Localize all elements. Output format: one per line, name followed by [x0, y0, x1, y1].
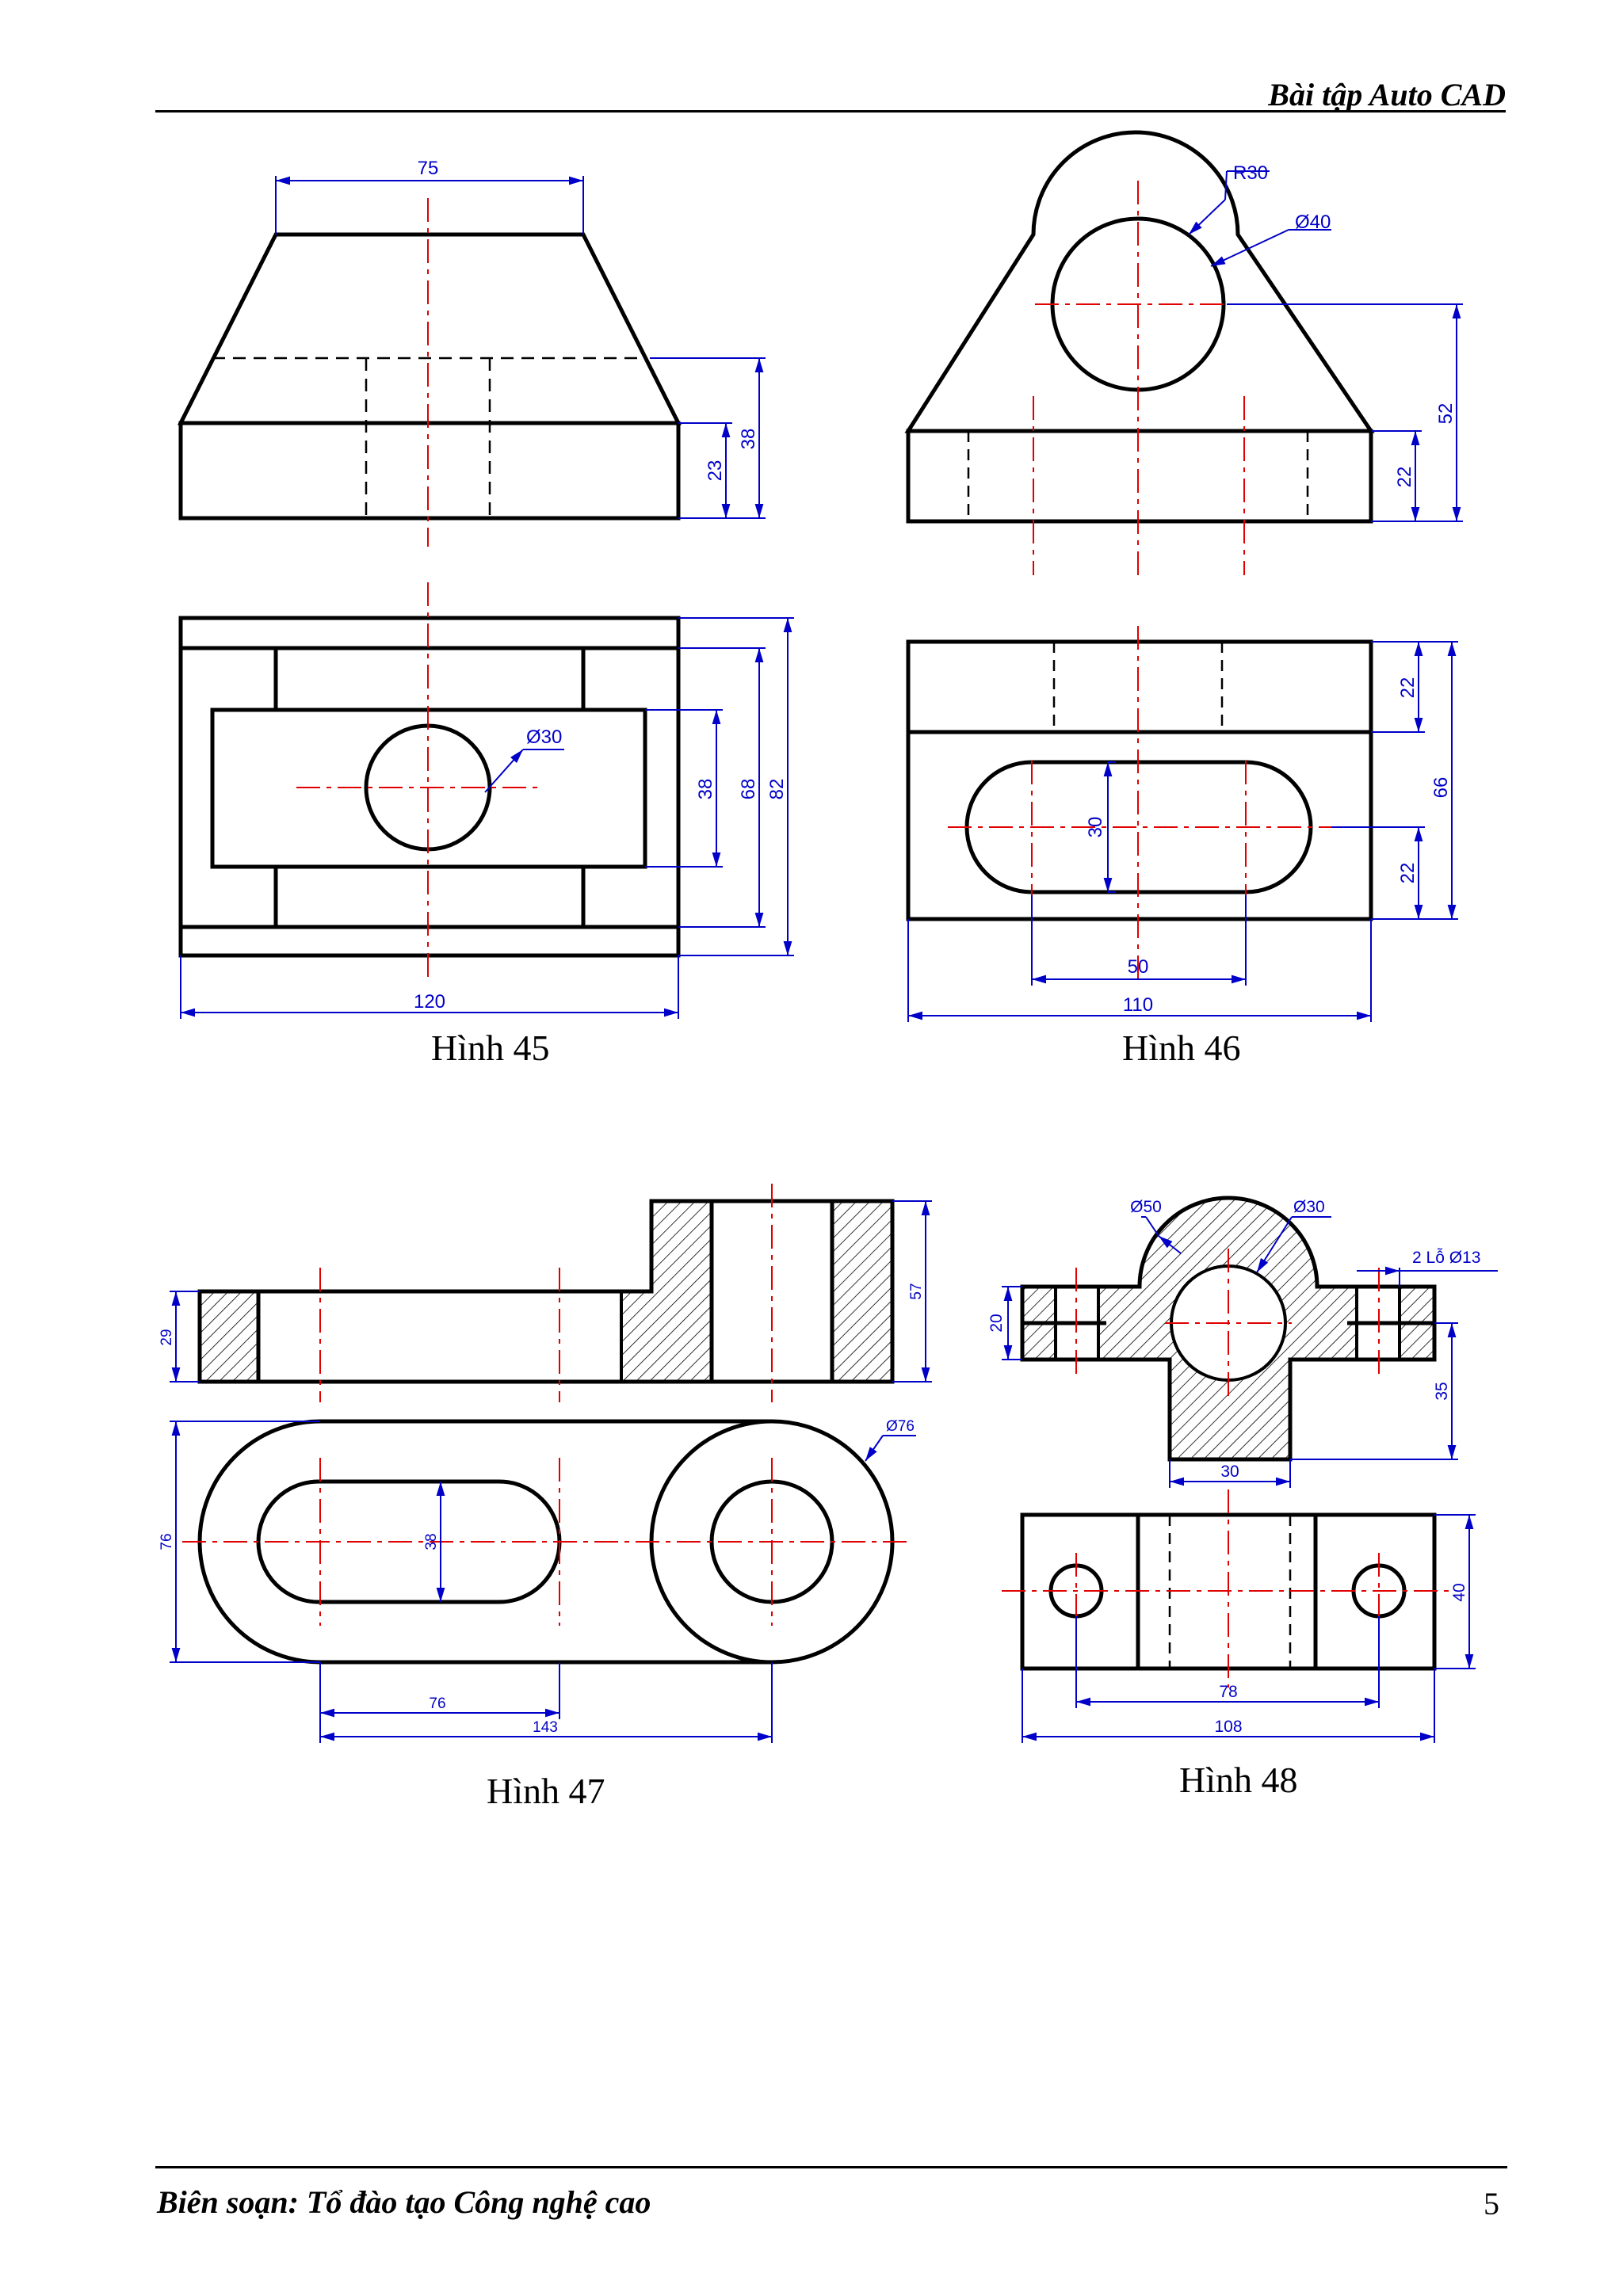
figure-45: 75 23 38 Ø30 38 68 82 120	[177, 158, 794, 1019]
fig48-dim-holes: 2 Lỗ Ø13	[1412, 1249, 1480, 1267]
fig47-section	[197, 1199, 895, 1384]
fig46-dim-radius: R30	[1233, 162, 1268, 184]
fig46-dim-22b: 22	[1397, 677, 1419, 699]
fig45-dim-depth: 82	[766, 779, 788, 800]
fig45-dim-top: 75	[418, 158, 439, 179]
figure-48: Ø50 Ø30 2 Lỗ Ø13 20 35 30 40 78 108	[987, 1196, 1498, 1743]
fig45-dim-width: 120	[414, 991, 445, 1013]
fig47-dim-29: 29	[158, 1329, 175, 1345]
fig48-dim-bore: Ø30	[1293, 1198, 1325, 1216]
fig48-dim-78: 78	[1219, 1683, 1237, 1701]
fig45-trapezoid	[177, 232, 682, 425]
fig46-dim-52: 52	[1435, 403, 1457, 425]
fig45-dim-23: 23	[705, 460, 726, 482]
fig48-dim-35: 35	[1433, 1382, 1451, 1400]
fig47-hatch-right	[831, 1199, 894, 1383]
figure-48-caption: Hình 48	[1179, 1760, 1298, 1800]
fig47-dim-38: 38	[423, 1533, 440, 1550]
header-rule	[155, 110, 1506, 113]
page-number: 5	[1484, 2186, 1499, 2222]
figure-46: R30 Ø40 52 22 22 30 66 22 50 110	[904, 130, 1463, 1022]
fig46-upright	[904, 130, 1375, 433]
fig48-dim-boss: Ø50	[1130, 1198, 1162, 1216]
fig47-hatch-left	[198, 1290, 260, 1383]
fig46-dim-22c: 22	[1397, 863, 1419, 884]
fig45-plan-outer	[178, 616, 681, 958]
fig45-dim-38: 38	[738, 429, 759, 450]
figure-47: 29 57 76 38 Ø76 76 143	[158, 1184, 932, 1743]
fig48-dim-20: 20	[987, 1314, 1006, 1332]
fig48-dim-40: 40	[1450, 1583, 1468, 1601]
fig46-dim-110: 110	[1123, 994, 1153, 1016]
footer-rule	[155, 2166, 1507, 2168]
figure-46-caption: Hình 46	[1122, 1028, 1241, 1068]
fig48-dim-30: 30	[1220, 1463, 1239, 1481]
fig46-dim-hole: Ø40	[1295, 212, 1331, 233]
fig45-dim-inner: 38	[695, 779, 716, 800]
fig46-dim-66: 66	[1430, 777, 1452, 799]
fig46-dim-22a: 22	[1394, 467, 1415, 488]
fig46-dim-30: 30	[1085, 817, 1106, 838]
figure-45-caption: Hình 45	[431, 1028, 550, 1068]
fig45-dim-hole: Ø30	[526, 727, 562, 748]
fig45-base	[178, 421, 681, 521]
fig46-plan-outer	[906, 639, 1373, 921]
fig45-dim-mid: 68	[738, 779, 759, 800]
fig47-dim-143: 143	[533, 1719, 558, 1736]
fig47-dim-76a: 76	[158, 1533, 175, 1550]
fig47-dim-57: 57	[908, 1283, 925, 1299]
fig48-dim-108: 108	[1214, 1718, 1242, 1736]
header-title: Bài tập Auto CAD	[1268, 77, 1506, 113]
figure-47-caption: Hình 47	[487, 1771, 605, 1811]
fig47-slot	[256, 1479, 562, 1604]
fig46-base	[906, 429, 1373, 524]
fig47-dim-76b: 76	[429, 1695, 445, 1712]
footer-author: Biên soạn: Tổ đào tạo Công nghệ cao	[157, 2184, 651, 2220]
fig47-dim-boss: Ø76	[886, 1418, 915, 1435]
fig46-dim-50: 50	[1128, 956, 1149, 978]
